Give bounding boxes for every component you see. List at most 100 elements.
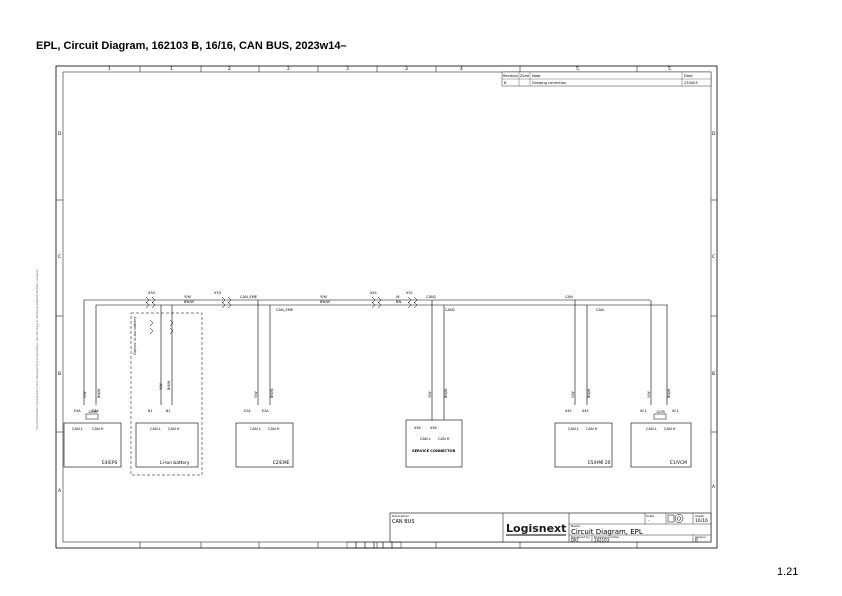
label-bnw-2: BN/W: [320, 300, 330, 304]
e1-can-l: CAN L: [646, 427, 657, 431]
liion-option-box: [130, 312, 203, 476]
bus-connectors: [145, 296, 418, 309]
e4-bnw: BN/W: [97, 388, 101, 398]
e2-can-l: CAN L: [250, 427, 261, 431]
rev-header-date: Date: [684, 74, 693, 78]
svc-can-h: CAN H: [438, 437, 450, 441]
liion-can-h: CAN H: [168, 427, 180, 431]
grid-col-6: 3: [405, 66, 408, 72]
label-x51: X51: [406, 291, 413, 295]
e2-bnw: BN/W: [270, 388, 274, 398]
grid-row-a-right: A: [712, 484, 716, 490]
e2-can-h: CAN H: [268, 427, 280, 431]
rev-row-revision: B: [504, 81, 507, 85]
grid-col-4: 2: [287, 66, 290, 72]
svc-pin-r: X56: [430, 426, 437, 430]
module-service-connector: X56 X56 CAN L CAN H SERVICE CONNECTOR: [405, 419, 463, 468]
e5-can-l: CAN L: [568, 427, 579, 431]
e4-can-h: CAN H: [92, 427, 104, 431]
label-bn: BN: [396, 300, 401, 304]
liion-name: Li-Ion battery: [160, 460, 190, 466]
tb-drawing-label: Drawing number: [594, 535, 620, 539]
e1-bnw: BN/W: [667, 388, 671, 398]
index-boxes: [346, 541, 402, 549]
logo: Logisnext: [506, 522, 566, 535]
b1-bnw: BN/W: [167, 380, 171, 390]
e4-res: 120R: [88, 410, 97, 414]
svc-name: SERVICE CONNECTOR: [412, 449, 456, 453]
grid-ticks: [56, 66, 717, 548]
label-can2-b: CAN2: [445, 308, 455, 312]
e1-pin-l: XC1: [640, 409, 647, 413]
svc-bnw: BN/W: [444, 388, 448, 398]
label-yw-2: Y/W: [320, 295, 327, 299]
drop-labels: Y/W BN/W Y/W BN/W Y/W BN/W Y/W BN/W Y/W …: [83, 380, 671, 398]
rev-header-note: Note: [532, 74, 541, 78]
revision-table: Revision Zone Note Date B Drawing correc…: [501, 71, 712, 87]
label-can2: CAN2: [426, 295, 436, 299]
page-number: 1.21: [777, 566, 799, 578]
e2-pin-r: E2A: [262, 409, 269, 413]
grid-row-d: D: [58, 131, 62, 137]
e4-yw: Y/W: [83, 391, 87, 398]
sheet-inner-frame: [62, 71, 712, 543]
e1-yw: Y/W: [647, 391, 651, 398]
grid-row-c: C: [58, 254, 61, 260]
tb-version-label: Version: [695, 535, 706, 539]
e5-pin-r: X45: [582, 409, 589, 413]
label-x53: X53: [214, 291, 221, 295]
e1-res: 120R: [656, 410, 665, 414]
projection-icon: [674, 514, 684, 523]
grid-labels: 1 1 2 2 3 3 4 5 5 D C B A D C B A: [58, 66, 716, 494]
liion-pin-r: B1: [166, 409, 170, 413]
e1-pin-r: XC1: [672, 409, 679, 413]
b1-yw: Y/W: [159, 383, 163, 390]
bus-wires: [83, 299, 668, 420]
liion-can-l: CAN L: [150, 427, 161, 431]
grid-col-3: 2: [228, 66, 231, 72]
label-can-eme-2: CAN_EME: [276, 308, 294, 312]
rev-header-revision: Revision: [503, 74, 518, 78]
tb-designed-label: Designed by: [571, 535, 590, 539]
liion-option-label: Option: Li-Ion battery: [133, 316, 137, 355]
tb-version: B: [695, 538, 698, 543]
label-x50: X50: [148, 291, 156, 295]
grid-col-1: 1: [108, 66, 111, 72]
module-e2: E2A E2A CAN L CAN H E2/EME: [235, 409, 294, 468]
rev-row-note: Drawing correction: [532, 81, 566, 85]
rev-row-date: 230403: [684, 81, 698, 85]
bus-labels: X50 Y/W BN/W X53 CAN_EME CAN_EME Y/W BN/…: [148, 291, 604, 312]
label-w: W: [396, 295, 400, 299]
tb-description: CAN BUS: [392, 519, 415, 525]
e5-pin-l: X45: [565, 409, 572, 413]
tb-scale-label: Scale: [646, 514, 654, 518]
e4-pin-r: E4A: [92, 409, 99, 413]
grid-row-b: B: [58, 371, 61, 377]
grid-row-a: A: [58, 488, 62, 494]
svc-pin-l: X56: [414, 426, 421, 430]
tb-drawing-name: Circuit Diagram, EPL: [571, 528, 643, 536]
e5-can-h: CAN H: [586, 427, 598, 431]
grid-col-9: 5: [668, 66, 671, 72]
e4-pin-l: E4A: [74, 409, 81, 413]
e5-name: E5/HMI 20: [588, 460, 611, 466]
module-e1: 120R XC1 XC1 CAN L CAN H E1/VCM: [630, 409, 692, 468]
label-x41: X41: [370, 291, 377, 295]
e2-name: E2/EME: [273, 460, 290, 466]
svc-yw: Y/W: [428, 391, 432, 398]
e2-yw: Y/W: [254, 391, 258, 398]
rev-header-zone: Zone: [520, 74, 530, 78]
grid-row-c-right: C: [712, 254, 715, 260]
label-yw-1: Y/W: [184, 295, 191, 299]
label-can-eme: CAN_EME: [240, 295, 258, 299]
e4-can-l: CAN L: [72, 427, 83, 431]
e1-name: E1/VCM: [670, 460, 687, 466]
tb-scale: -: [648, 518, 650, 523]
tb-name-label: Name: [571, 524, 580, 528]
title-block: Description CAN BUS Logisnext Name Circu…: [389, 512, 712, 543]
svc-can-l: CAN L: [420, 437, 431, 441]
page-title: EPL, Circuit Diagram, 162103 B, 16/16, C…: [36, 40, 347, 52]
tb-sheet: 16/16: [695, 518, 708, 524]
module-liion: B1 B1 CAN L CAN H Li-Ion battery: [135, 409, 199, 468]
liion-pin-l: B1: [148, 409, 152, 413]
